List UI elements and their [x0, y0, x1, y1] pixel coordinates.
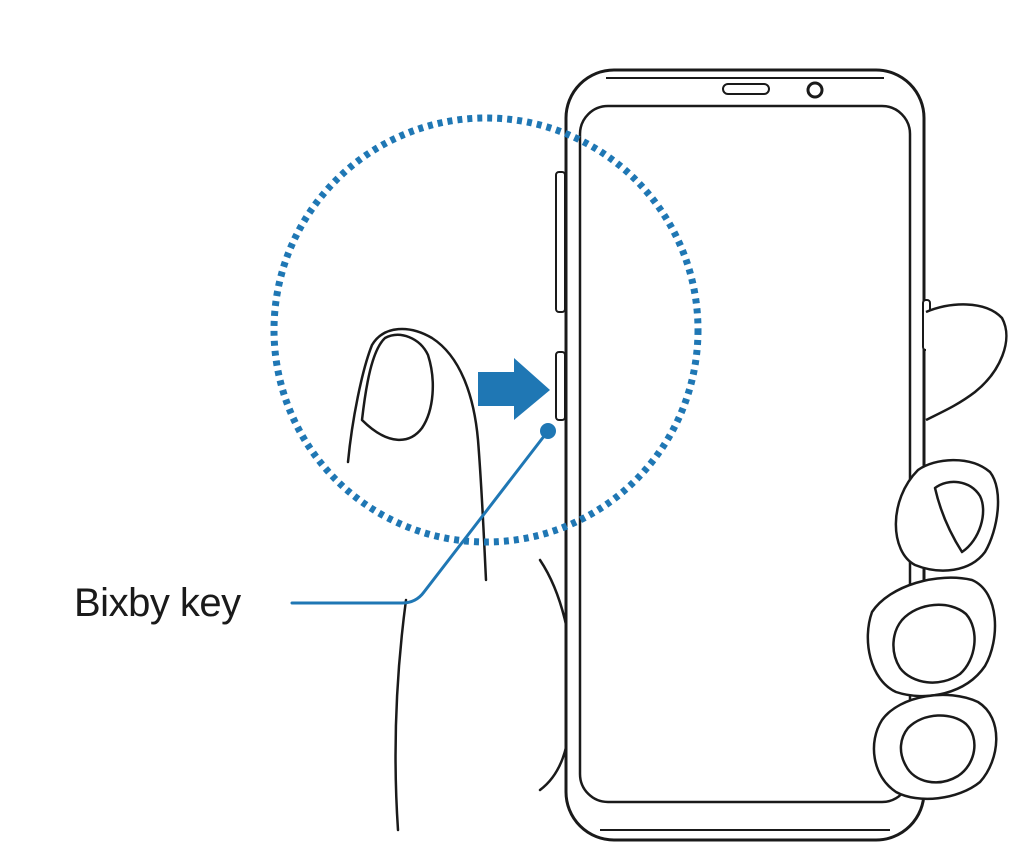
left-hand	[346, 327, 574, 832]
right-hand	[866, 303, 1008, 801]
earpiece-speaker	[722, 83, 770, 95]
phone-screen	[578, 104, 912, 804]
bixby-key-button	[555, 351, 566, 421]
front-camera	[806, 81, 824, 99]
phone	[555, 68, 931, 842]
right-middle-fingernail	[933, 480, 985, 554]
right-little-fingernail	[899, 714, 976, 784]
right-index-finger	[925, 303, 1008, 422]
volume-key	[555, 171, 566, 313]
bixby-key-label: Bixby key	[74, 581, 241, 625]
callout-leader-line	[290, 429, 550, 605]
left-thumbnail	[360, 333, 434, 442]
magnifier-circle	[270, 114, 702, 546]
right-arrow-icon	[478, 358, 550, 420]
left-palm	[394, 558, 574, 832]
right-ring-fingernail	[892, 603, 976, 684]
